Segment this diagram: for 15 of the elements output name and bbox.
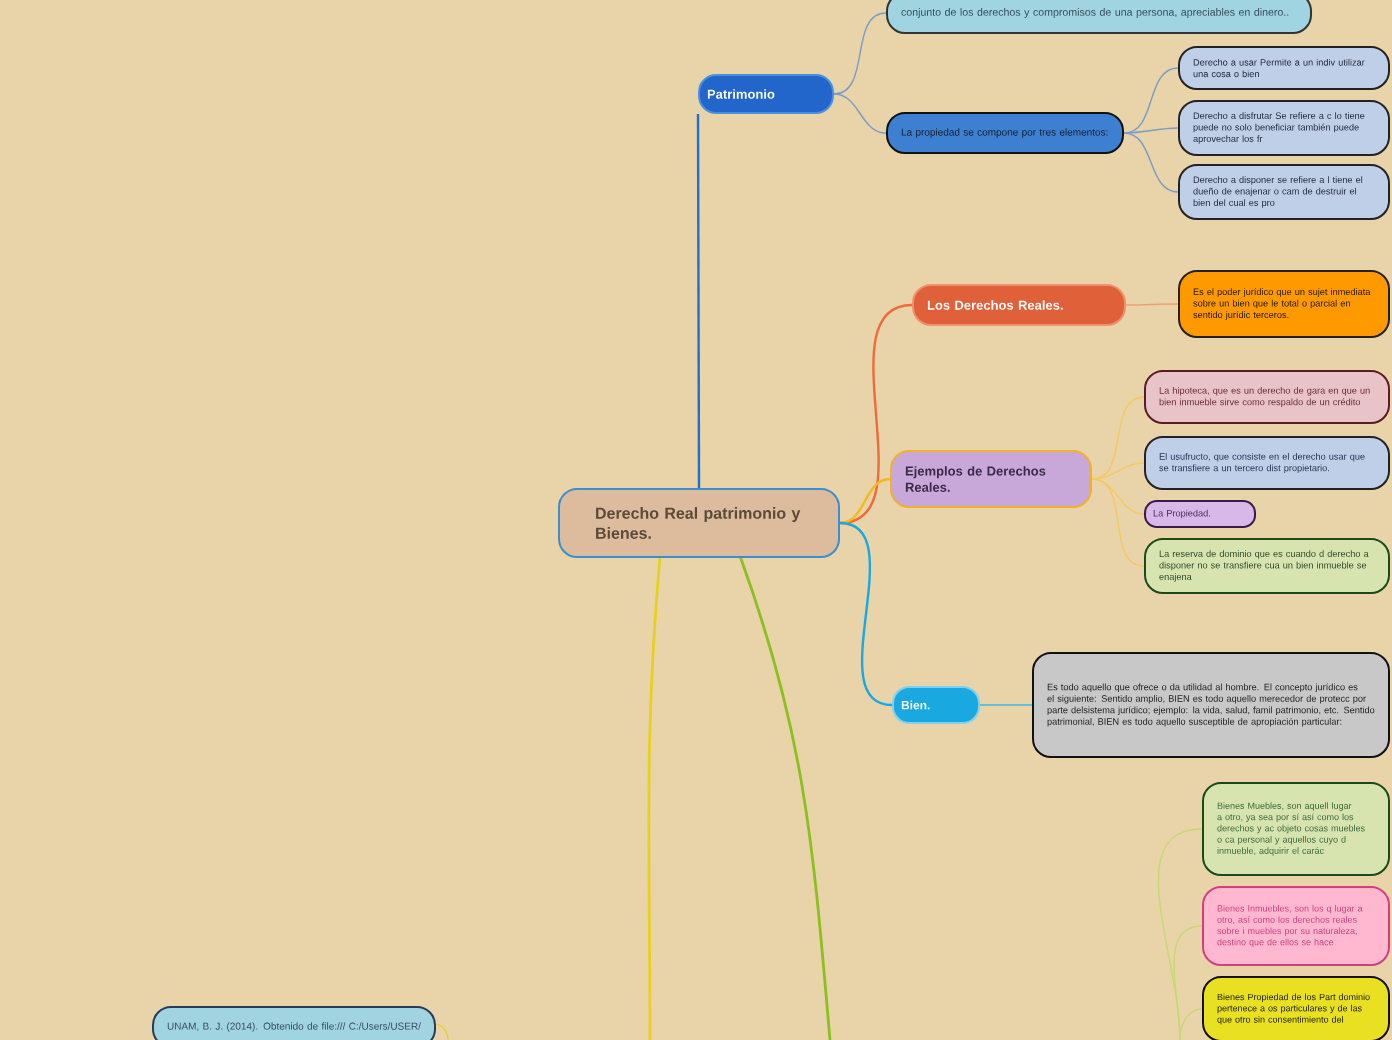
connector-line: [833, 12, 887, 95]
connector-line: [1091, 462, 1145, 480]
connector-line: [1091, 478, 1145, 567]
connector-line: [979, 704, 1033, 706]
connector-line: [1173, 925, 1203, 1040]
connector-line: [1125, 303, 1179, 306]
connector-line: [1123, 127, 1179, 134]
connector-line: [1123, 132, 1179, 193]
connector-line: [839, 477, 891, 525]
connector-line: [1123, 67, 1179, 134]
connector-line: [839, 521, 893, 707]
connector-line: [1179, 1008, 1203, 1040]
connector-line: [833, 93, 887, 134]
connector-line: [696, 114, 701, 488]
central-topic: Derecho Real patrimonio y Bienes.: [558, 488, 840, 558]
